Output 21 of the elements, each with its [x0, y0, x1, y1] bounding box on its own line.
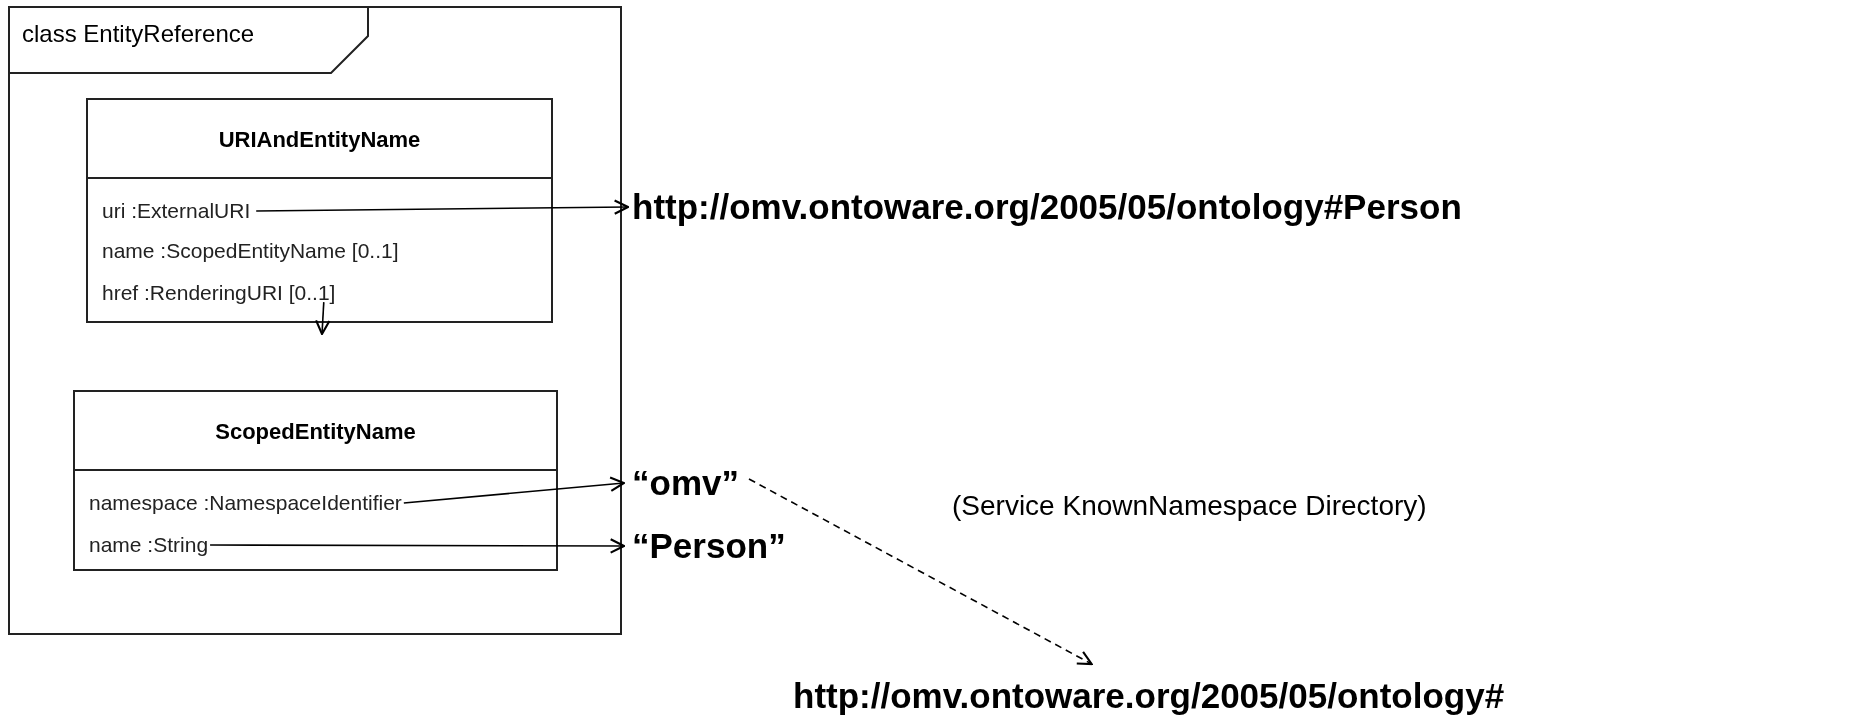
class-name: ScopedEntityName: [75, 392, 556, 471]
arrow: [315, 301, 331, 336]
frame-title: class EntityReference: [22, 20, 255, 48]
arrow: [403, 476, 626, 504]
class-box: [86, 98, 553, 323]
value-text: “Person”: [632, 526, 786, 566]
attribute-text: namespace :NamespaceIdentifier: [89, 490, 402, 516]
attribute-text: name :String: [89, 532, 209, 558]
note-text: (Service KnownNamespace Directory): [952, 490, 1427, 522]
arrow: [748, 478, 1093, 666]
attribute-text: name :ScopedEntityName [0..1]: [102, 238, 399, 264]
class-box: [73, 390, 558, 571]
class-name: URIAndEntityName: [88, 100, 551, 179]
diagram-frame: [8, 6, 622, 635]
value-text: “omv”: [632, 463, 739, 503]
attribute-text: uri :ExternalURI: [102, 198, 251, 224]
value-text: http://omv.ontoware.org/2005/05/ontology#Person: [632, 187, 1462, 227]
arrow: [209, 538, 626, 554]
value-text: http://omv.ontoware.org/2005/05/ontology#: [793, 676, 1505, 716]
attribute-text: href :RenderingURI [0..1]: [102, 280, 336, 306]
arrow: [255, 199, 630, 215]
